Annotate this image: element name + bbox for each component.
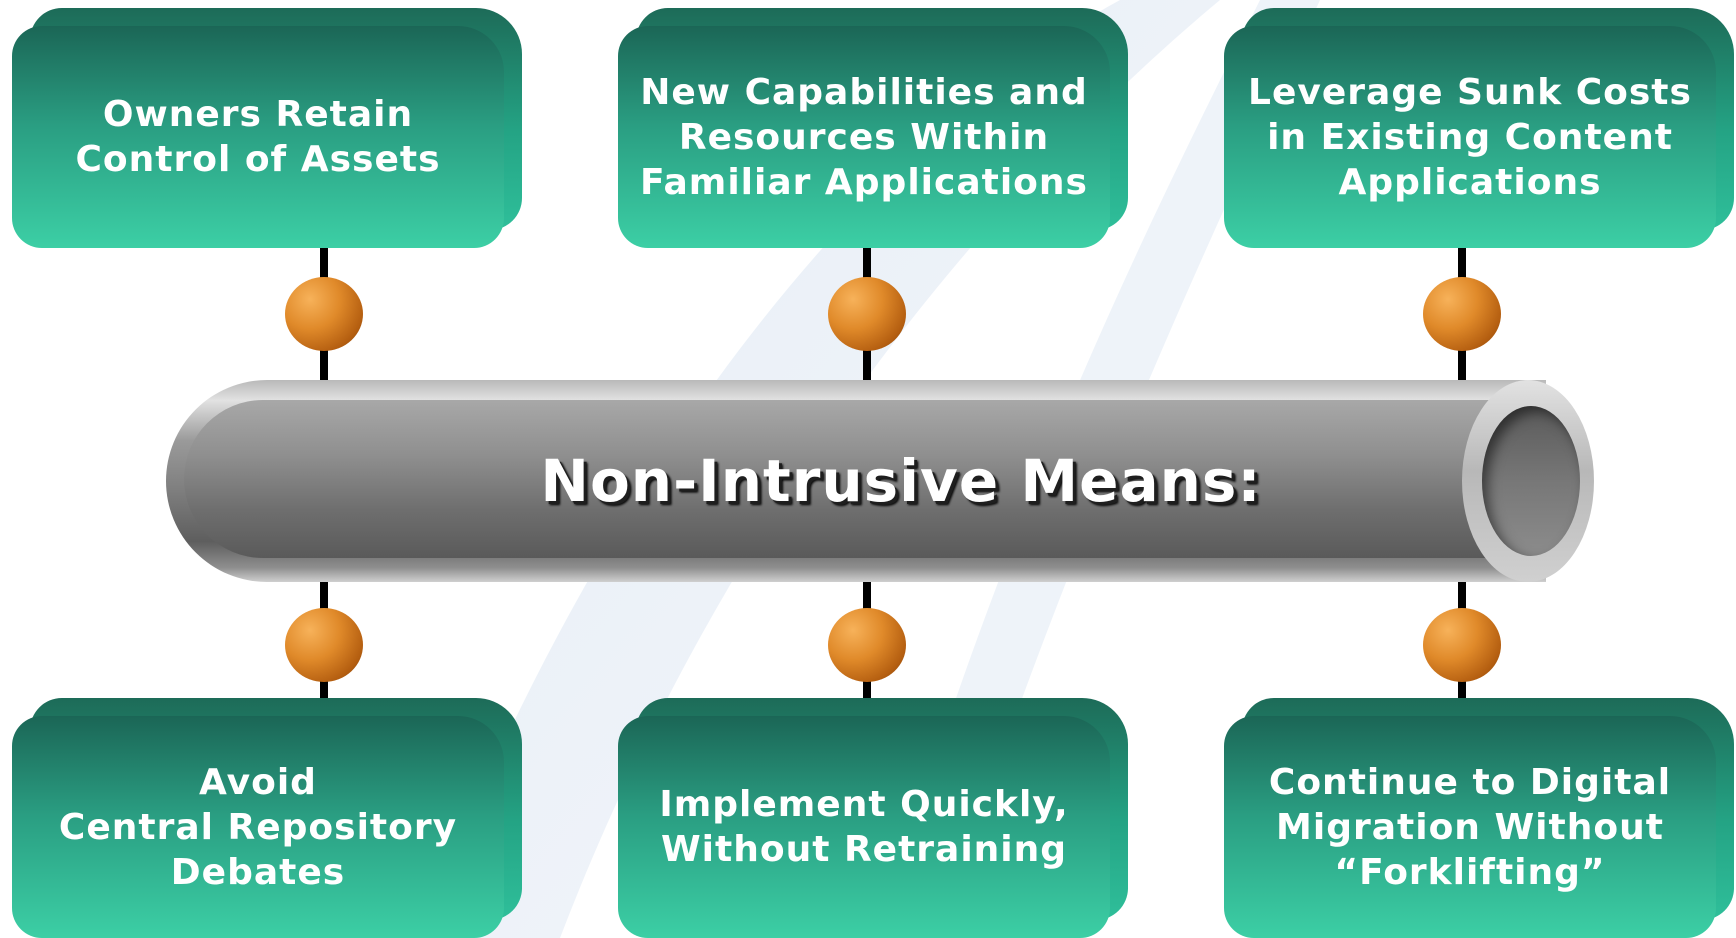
pipe-shading — [184, 400, 1546, 558]
bead-bottom-1 — [285, 608, 363, 682]
bead-top-1 — [285, 277, 363, 351]
benefit-label: Owners Retain Control of Assets — [75, 94, 441, 180]
benefit-label: Implement Quickly, Without Retraining — [659, 784, 1069, 870]
benefit-card-owners-retain-control: Owners Retain Control of Assets — [12, 8, 522, 248]
benefit-label: Continue to Digital Migration Without “F… — [1268, 761, 1672, 893]
pipe-opening — [1482, 406, 1580, 556]
bead-bottom-2 — [828, 608, 906, 682]
benefit-label: Avoid Central Repository Debates — [58, 761, 458, 893]
pipe: Non-Intrusive Means: — [166, 380, 1596, 582]
bead-bottom-3 — [1423, 608, 1501, 682]
benefit-card-implement-quickly: Implement Quickly, Without Retraining — [618, 698, 1128, 938]
benefit-card-new-capabilities: New Capabilities and Resources Within Fa… — [618, 8, 1128, 248]
benefit-card-leverage-sunk-costs: Leverage Sunk Costs in Existing Content … — [1224, 8, 1734, 248]
benefit-card-avoid-repository-debates: Avoid Central Repository Debates — [12, 698, 522, 938]
pipe-title: Non-Intrusive Means: — [540, 447, 1262, 515]
benefit-label: Leverage Sunk Costs in Existing Content … — [1248, 71, 1692, 203]
bead-top-3 — [1423, 277, 1501, 351]
bead-top-2 — [828, 277, 906, 351]
benefit-label: New Capabilities and Resources Within Fa… — [640, 71, 1088, 203]
benefit-card-continue-digital-migration: Continue to Digital Migration Without “F… — [1224, 698, 1734, 938]
